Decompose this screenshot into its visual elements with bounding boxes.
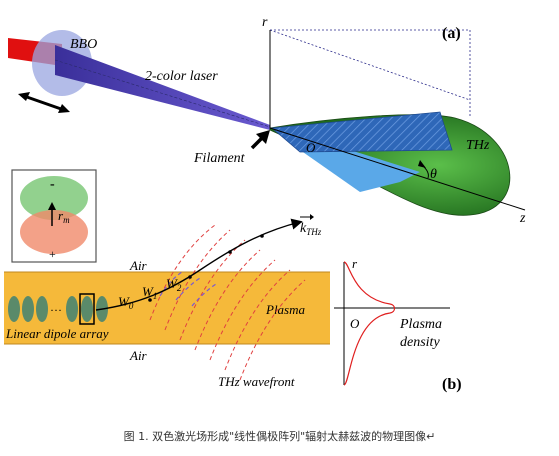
density-label-1: Plasma (399, 317, 442, 332)
theta-label: θ (430, 167, 437, 182)
beam-axis (54, 59, 271, 128)
dipole-minus: - (50, 177, 55, 192)
filament-label: Filament (193, 151, 246, 166)
w2-label: W2 (166, 276, 182, 293)
air-top-label: Air (129, 258, 148, 273)
dipole-r-label: rm (58, 208, 70, 225)
w1-label: W1 (142, 284, 157, 301)
panel-b-label: (b) (442, 376, 462, 393)
dipole-array (8, 296, 108, 322)
figure-caption: 图 1. 双色激光场形成"线性偶极阵列"辐射太赫兹波的物理图像↵ (123, 430, 436, 443)
thz-label: THz (466, 138, 490, 153)
highlighted-dipole (79, 293, 95, 325)
r-axis-a-label: r (262, 15, 268, 30)
ray-points (148, 234, 264, 302)
array-label: Linear dipole array (5, 326, 109, 341)
projection-lines (269, 29, 471, 118)
density-label-2: density (400, 335, 440, 350)
k-thz-label: kTHz (300, 221, 322, 237)
air-bottom-label: Air (129, 348, 148, 363)
r-axis-b-label: r (352, 256, 358, 271)
array-dots: ··· (50, 303, 62, 317)
panel-a-label: (a) (442, 25, 461, 42)
z-axis (269, 127, 526, 211)
dipole-plus: + (49, 247, 56, 261)
thz-wavefronts-inner (159, 271, 217, 307)
thz-ray (95, 218, 303, 311)
density-profile (334, 261, 450, 386)
panel-a: BBO 2-color laser r z θ O THz Filament (… (8, 15, 526, 226)
origin-a-label: O (306, 140, 316, 155)
w0-label: W0 (118, 294, 134, 311)
wavefront-label: THz wavefront (218, 374, 295, 389)
bbo-translation-arrow (18, 92, 70, 113)
z-axis-label: z (519, 211, 526, 226)
dipole-inset: - + rm (11, 169, 97, 263)
bbo-label: BBO (70, 37, 97, 52)
panel-b: - + rm ··· Linear dipole array Air A (4, 169, 462, 393)
plasma-label: Plasma (265, 302, 306, 317)
laser-beam (55, 45, 270, 130)
origin-b-label: O (350, 316, 360, 331)
theta-arrowhead (418, 160, 426, 168)
thz-cross-section (271, 111, 453, 153)
laser-label: 2-color laser (145, 69, 218, 84)
